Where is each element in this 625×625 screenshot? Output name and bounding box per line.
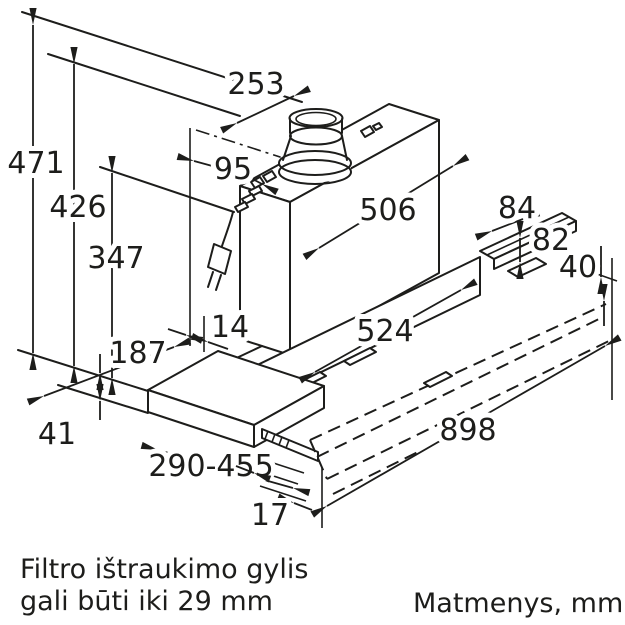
hood-body (227, 103, 481, 410)
dim-pullout-range-label: 290-455 (148, 449, 273, 484)
dim-body-height-label: 347 (87, 241, 144, 276)
dim-height-to-top-label: 426 (49, 190, 106, 225)
dim-total-height-label: 471 (7, 146, 64, 181)
filter-note-line2: gali būti iki 29 mm (20, 586, 273, 617)
dim-bracket-height-label: 82 (532, 223, 570, 258)
filter-note-line1: Filtro ištraukimo gylis (20, 554, 308, 585)
dim-panel-step-label: 14 (211, 310, 249, 345)
dim-visor-height-label: 41 (38, 417, 76, 452)
dim-body-width-label: 524 (356, 314, 413, 349)
dim-top-width-label: 506 (359, 193, 416, 228)
plug (207, 243, 232, 275)
footnotes: Filtro ištraukimo gylis gali būti iki 29… (20, 554, 623, 619)
dim-rail-gap-label: 40 (559, 250, 597, 285)
power-cord (207, 185, 263, 291)
dim-total-width-label: 898 (439, 413, 496, 448)
dim-front-overhang-label: 187 (109, 336, 166, 371)
right-clip (360, 125, 375, 138)
dim-visor-thickness-label: 17 (251, 498, 289, 533)
dimension-annotations: 471 426 347 253 95 506 524 84 82 40 14 1… (2, 8, 622, 538)
dim-duct-offset-label: 95 (214, 152, 252, 187)
dim-bracket-width-label: 84 (498, 191, 536, 226)
units-note: Matmenys, mm (413, 588, 623, 619)
dim-top-depth-label: 253 (227, 67, 284, 102)
